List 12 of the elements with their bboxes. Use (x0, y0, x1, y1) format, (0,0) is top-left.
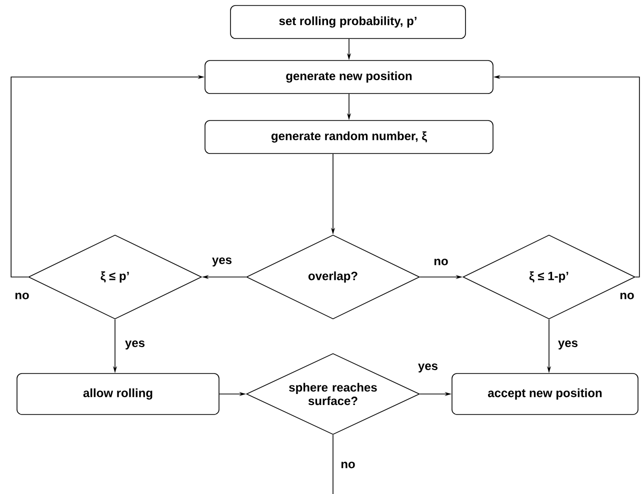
edge-label: no (432, 258, 450, 266)
edge-label: no (340, 460, 356, 470)
process-box: set rolling probability, p’ (230, 5, 466, 39)
process-box: generate random number, ξ (204, 120, 494, 154)
process-box: allow rolling (16, 373, 220, 415)
edge-label: yes (211, 256, 234, 268)
edge-label: yes (556, 340, 579, 350)
process-box: generate new position (204, 60, 494, 94)
edge-label: yes (124, 340, 146, 350)
edge-label: no (14, 292, 30, 300)
edge-label: no (618, 292, 636, 300)
process-box: accept new position (452, 373, 638, 415)
